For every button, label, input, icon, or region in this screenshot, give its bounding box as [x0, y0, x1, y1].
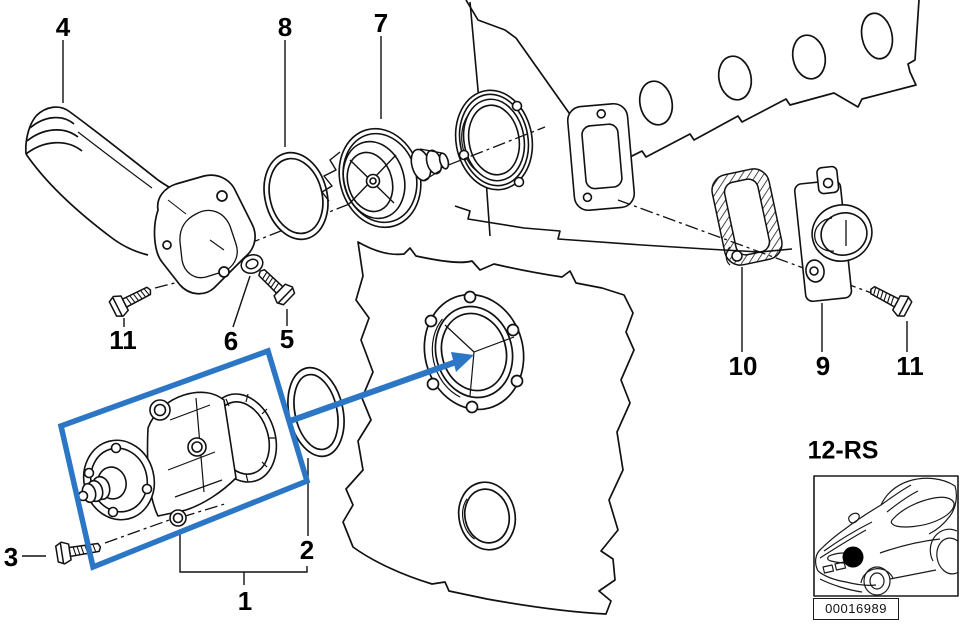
part-label-6[interactable]: 6: [223, 326, 239, 356]
oring-8-drawing[interactable]: [255, 146, 336, 246]
hose-connector-drawing[interactable]: [24, 106, 256, 295]
part-label-11-right[interactable]: 11: [896, 351, 924, 381]
bolt-3-drawing[interactable]: [54, 536, 102, 565]
thermostat-drawing[interactable]: [321, 119, 450, 237]
crank-seal-port: [457, 481, 517, 551]
part-label-9[interactable]: 9: [815, 351, 831, 381]
highlight-arrow: [288, 352, 474, 424]
bolt-5-drawing[interactable]: [253, 263, 297, 307]
part-label-3[interactable]: 3: [3, 542, 19, 572]
part-label-2[interactable]: 2: [299, 535, 315, 565]
location-dot: [842, 546, 864, 568]
bolt-11-right-drawing[interactable]: [866, 280, 913, 319]
highlight-box: [57, 347, 311, 571]
outlet-housing-drawing[interactable]: [793, 165, 879, 303]
part-label-5[interactable]: 5: [279, 324, 295, 354]
part-label-8[interactable]: 8: [277, 12, 293, 42]
bolt-11-left-drawing[interactable]: [108, 280, 155, 319]
gasket-drawing[interactable]: [709, 166, 785, 268]
image-code: 00016989: [813, 598, 899, 620]
timing-cover-drawing: [342, 241, 635, 615]
block-port-plate: [566, 102, 636, 212]
car-thumbnail: [813, 475, 959, 597]
part-label-4[interactable]: 4: [55, 12, 71, 42]
part-label-7[interactable]: 7: [373, 8, 389, 38]
part-label-10[interactable]: 10: [728, 351, 758, 381]
water-pump-drawing[interactable]: [75, 385, 287, 527]
thermostat-seat-flange: [454, 89, 534, 191]
variant-label: 12-RS: [807, 436, 879, 465]
part-label-1[interactable]: 1: [237, 586, 253, 616]
cylinder-head-drawing: [465, 0, 920, 169]
washer-drawing[interactable]: [239, 252, 266, 276]
engine-block-drawing: [454, 1, 793, 253]
leader-lines: [22, 36, 908, 585]
part-label-11-left[interactable]: 11: [109, 325, 137, 355]
